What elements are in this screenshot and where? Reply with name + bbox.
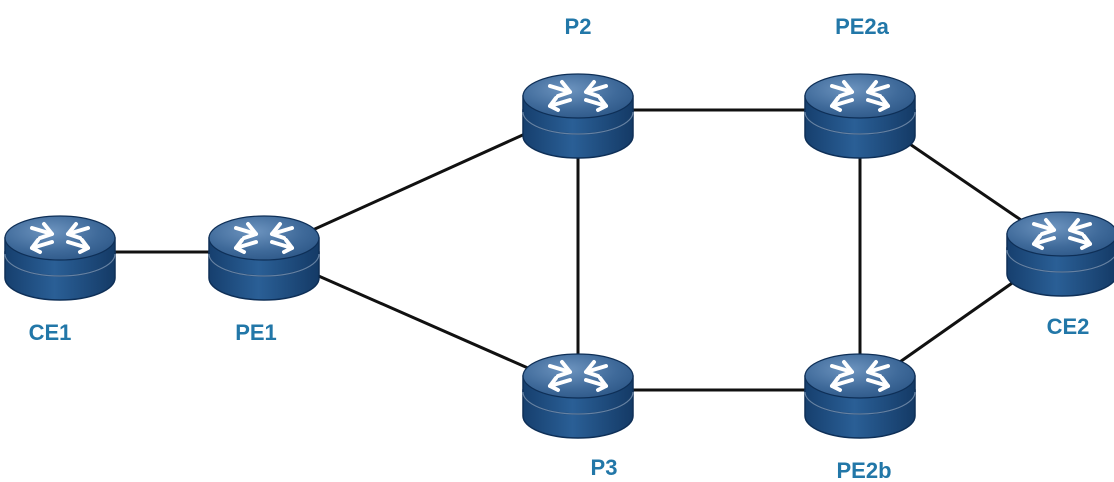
- node-label: PE1: [235, 320, 277, 345]
- node-label: CE1: [29, 320, 72, 345]
- router-icon: [521, 352, 635, 440]
- node-pe1: PE1: [207, 214, 321, 345]
- node-label: PE2b: [836, 458, 891, 482]
- node-ce1: CE1: [3, 214, 117, 345]
- router-icon: [803, 72, 917, 160]
- node-pe2b: PE2b: [803, 352, 917, 482]
- router-icon: [803, 352, 917, 440]
- router-icon: [207, 214, 321, 302]
- node-pe2a: PE2a: [803, 14, 917, 160]
- node-label: P3: [591, 455, 618, 480]
- node-ce2: CE2: [1005, 210, 1114, 339]
- node-label: PE2a: [835, 14, 890, 39]
- router-icon: [521, 72, 635, 160]
- router-icon: [1005, 210, 1114, 298]
- node-label: CE2: [1047, 314, 1090, 339]
- router-icon: [3, 214, 117, 302]
- node-p2: P2: [521, 14, 635, 160]
- node-label: P2: [565, 14, 592, 39]
- node-p3: P3: [521, 352, 635, 480]
